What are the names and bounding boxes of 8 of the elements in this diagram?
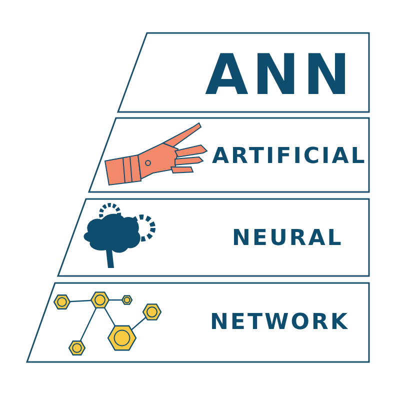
parallelogram-band	[26, 282, 370, 363]
parallelogram-band	[117, 32, 370, 113]
title-text: ANN	[205, 48, 354, 104]
band-label: NEURAL	[232, 228, 344, 250]
parallelogram-band	[88, 117, 370, 193]
parallelogram-band	[57, 198, 370, 277]
band-label: NETWORK	[210, 312, 350, 334]
band-label: ARTIFICIAL	[212, 146, 367, 168]
